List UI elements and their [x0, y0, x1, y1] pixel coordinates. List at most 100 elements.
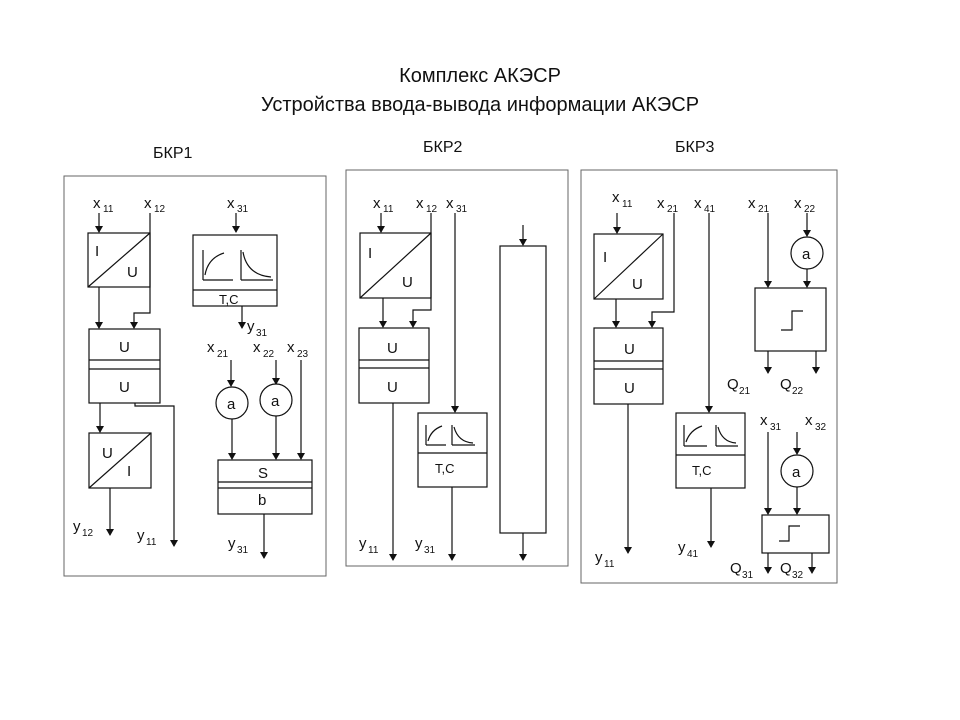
iu-converter-block: I U: [87, 232, 151, 288]
svg-text:U: U: [127, 264, 138, 281]
ui-converter-block: U I: [88, 432, 152, 489]
svg-text:23: 23: [297, 349, 309, 360]
svg-text:T,C: T,C: [435, 461, 455, 476]
svg-text:I: I: [368, 245, 372, 262]
svg-text:I: I: [95, 243, 99, 260]
svg-text:21: 21: [739, 386, 751, 397]
svg-text:S: S: [258, 465, 268, 482]
svg-text:21: 21: [758, 204, 770, 215]
svg-text:22: 22: [263, 349, 275, 360]
svg-text:31: 31: [256, 328, 268, 339]
svg-text:y: y: [137, 527, 145, 544]
svg-text:b: b: [258, 492, 266, 509]
svg-text:Q: Q: [727, 376, 739, 393]
svg-text:31: 31: [770, 422, 782, 433]
svg-text:x: x: [748, 195, 756, 212]
svg-text:31: 31: [237, 204, 249, 215]
tall-module-block: [499, 245, 547, 534]
svg-text:31: 31: [424, 545, 436, 556]
svg-text:U: U: [632, 276, 643, 293]
panel-label-bkr1: БКР1: [153, 145, 192, 162]
svg-text:y: y: [247, 318, 255, 335]
svg-text:41: 41: [704, 204, 716, 215]
svg-text:31: 31: [456, 204, 468, 215]
svg-text:32: 32: [792, 570, 804, 581]
svg-text:21: 21: [217, 349, 229, 360]
svg-text:y: y: [359, 535, 367, 552]
svg-text:12: 12: [426, 204, 438, 215]
panel-label-bkr3: БКР3: [675, 139, 714, 156]
svg-text:I: I: [603, 249, 607, 266]
svg-text:U: U: [119, 379, 130, 396]
svg-text:11: 11: [622, 199, 633, 210]
svg-text:Q: Q: [780, 560, 792, 577]
svg-text:I: I: [127, 463, 131, 480]
svg-text:x: x: [253, 339, 261, 356]
svg-text:32: 32: [815, 422, 827, 433]
svg-text:U: U: [387, 340, 398, 357]
svg-text:y: y: [415, 535, 423, 552]
svg-text:x: x: [93, 195, 101, 212]
svg-text:22: 22: [792, 386, 804, 397]
svg-text:31: 31: [237, 545, 249, 556]
svg-text:x: x: [227, 195, 235, 212]
svg-text:U: U: [402, 274, 413, 291]
svg-text:11: 11: [368, 545, 379, 556]
svg-text:U: U: [624, 341, 635, 358]
svg-text:x: x: [416, 195, 424, 212]
title-line-2: Устройства ввода-вывода информации АКЭСР: [261, 94, 699, 116]
svg-text:U: U: [387, 379, 398, 396]
step-relay-block-down: [761, 514, 830, 554]
svg-text:Q: Q: [780, 376, 792, 393]
svg-text:U: U: [624, 380, 635, 397]
uu-block: U U: [88, 328, 161, 404]
tc-filter-block-2: T,C: [417, 412, 488, 488]
panel-label-bkr2: БКР2: [423, 139, 462, 156]
svg-text:a: a: [227, 396, 236, 413]
svg-text:y: y: [228, 535, 236, 552]
a-block-4: a: [780, 454, 814, 488]
svg-text:T,C: T,C: [692, 463, 712, 478]
svg-text:12: 12: [154, 204, 166, 215]
a-block-1: a: [215, 386, 249, 420]
svg-text:x: x: [805, 412, 813, 429]
svg-text:a: a: [271, 393, 280, 410]
svg-text:y: y: [595, 549, 603, 566]
svg-text:x: x: [760, 412, 768, 429]
step-relay-block-up: [754, 287, 827, 352]
svg-text:31: 31: [742, 570, 754, 581]
svg-text:U: U: [119, 339, 130, 356]
svg-text:x: x: [207, 339, 215, 356]
svg-text:a: a: [802, 246, 811, 263]
tc-filter-block-3: T,C: [675, 412, 746, 489]
svg-text:21: 21: [667, 204, 679, 215]
svg-text:a: a: [792, 464, 801, 481]
a-block-2: a: [259, 383, 293, 417]
svg-text:11: 11: [383, 204, 394, 215]
